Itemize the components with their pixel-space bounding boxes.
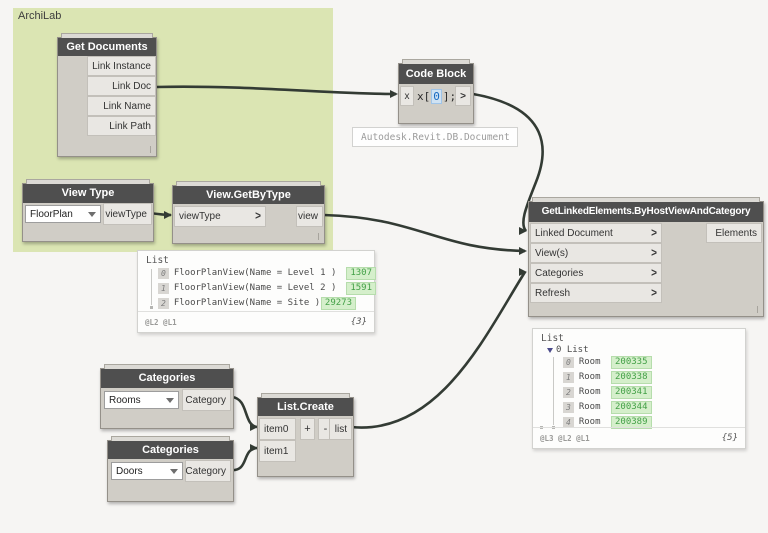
preview-footer: @L2 @L1 {3} <box>138 311 374 332</box>
element-id-badge: 200338 <box>611 370 652 384</box>
item-index-badge: 2 <box>158 297 169 309</box>
item-text: FloorPlanView(Name = Level 2 ) <box>173 283 337 293</box>
node-title[interactable]: Categories <box>108 441 233 459</box>
add-input-button[interactable]: + <box>300 418 315 440</box>
element-id-badge: 200389 <box>611 415 652 429</box>
port-chevron-icon: > <box>651 246 657 260</box>
node-view-type[interactable]: View Type FloorPlan viewType <box>22 179 154 242</box>
element-id-badge: 200335 <box>611 355 652 369</box>
group-label[interactable]: ArchiLab <box>18 10 62 22</box>
node-list-create[interactable]: List.Create item0 + - list item1 <box>257 393 354 477</box>
input-port-categories[interactable]: Categories > <box>530 263 662 283</box>
dropdown-chevron-icon <box>166 397 174 403</box>
item-index-badge: 2 <box>563 386 574 398</box>
input-port-refresh[interactable]: Refresh > <box>530 283 662 303</box>
output-port-elements[interactable]: Elements <box>706 223 762 243</box>
categories-doors-dropdown[interactable]: Doors <box>111 462 183 480</box>
node-categories-doors[interactable]: Categories Doors Category <box>107 436 234 502</box>
node-resize-tick <box>757 306 758 313</box>
dropdown-chevron-icon <box>88 211 96 217</box>
wire-doors-to-item1 <box>229 446 258 472</box>
lacing-label: @L3 @L2 @L1 <box>540 433 590 443</box>
node-title[interactable]: Categories <box>101 369 233 388</box>
node-title[interactable]: View.GetByType <box>173 186 324 204</box>
lacing-label: @L2 @L1 <box>145 317 177 327</box>
output-port-link-name[interactable]: Link Name <box>87 96 156 116</box>
node-categories-rooms[interactable]: Categories Rooms Category <box>100 364 234 429</box>
input-port-x[interactable]: x <box>400 86 414 106</box>
item-text: FloorPlanView(Name = Site ) <box>173 298 321 308</box>
node-getlinkedelements[interactable]: GetLinkedElements.ByHostViewAndCategory … <box>528 197 764 317</box>
view-type-dropdown[interactable]: FloorPlan <box>25 205 101 223</box>
item-index-badge: 0 <box>158 267 169 279</box>
input-port-item1[interactable]: item1 <box>259 440 296 462</box>
element-id-badge: 1307 <box>346 266 376 280</box>
list-count: {3} <box>350 317 367 327</box>
tree-dot <box>150 306 153 309</box>
port-chevron-icon: > <box>651 226 657 240</box>
wire-view-to-views <box>323 213 526 253</box>
element-id-badge: 200344 <box>611 400 652 414</box>
preview-root-label: List <box>146 255 169 266</box>
item-index-badge: 4 <box>563 416 574 428</box>
input-port-linked-document[interactable]: Linked Document > <box>530 223 662 243</box>
input-port-item0[interactable]: item0 <box>259 418 296 440</box>
node-resize-tick <box>318 233 319 240</box>
preview-bubble-views: List 0 FloorPlanView(Name = Level 1 ) 13… <box>137 250 376 333</box>
sublist-label: 0 List <box>556 345 589 355</box>
code-block-expression[interactable]: x[0]; <box>417 88 457 104</box>
output-port-link-instance[interactable]: Link Instance <box>87 56 156 76</box>
item-index-badge: 1 <box>563 371 574 383</box>
node-title[interactable]: View Type <box>23 184 153 203</box>
preview-footer: @L3 @L2 @L1 {5} <box>533 427 745 448</box>
node-title[interactable]: Code Block <box>399 64 473 84</box>
output-port-link-path[interactable]: Link Path <box>87 116 156 136</box>
output-port-codeblock[interactable]: > <box>455 86 471 106</box>
output-port-category[interactable]: Category <box>182 389 231 411</box>
item-text: FloorPlanView(Name = Level 1 ) <box>173 268 337 278</box>
item-text: Room <box>578 402 601 412</box>
datatype-tooltip: Autodesk.Revit.DB.Document <box>352 127 518 147</box>
node-title[interactable]: List.Create <box>258 398 353 416</box>
preview-root-label: List <box>541 333 564 344</box>
item-text: Room <box>578 417 601 427</box>
dropdown-chevron-icon <box>170 468 178 474</box>
output-port-list[interactable]: list <box>329 418 352 440</box>
wire-list-to-categories <box>350 271 527 429</box>
output-port-view[interactable]: view <box>296 206 323 227</box>
item-index-badge: 3 <box>563 401 574 413</box>
input-port-viewtype[interactable]: viewType > <box>174 206 266 227</box>
collapse-triangle-icon[interactable] <box>547 347 553 353</box>
node-title[interactable]: GetLinkedElements.ByHostViewAndCategory <box>529 202 763 222</box>
item-index-badge: 0 <box>563 356 574 368</box>
categories-rooms-dropdown[interactable]: Rooms <box>104 391 179 409</box>
node-title[interactable]: Get Documents <box>58 38 156 56</box>
item-text: Room <box>578 357 601 367</box>
element-id-badge: 29273 <box>320 296 356 310</box>
port-chevron-icon: > <box>651 286 657 300</box>
port-chevron-icon: > <box>651 266 657 280</box>
node-get-documents[interactable]: Get Documents Link Instance Link Doc Lin… <box>57 33 157 157</box>
item-index-badge: 1 <box>158 282 169 294</box>
node-view-getbytype[interactable]: View.GetByType viewType > view <box>172 181 325 244</box>
item-text: Room <box>578 372 601 382</box>
wire-rooms-to-item0 <box>231 395 258 429</box>
output-port-link-doc[interactable]: Link Doc <box>87 76 156 96</box>
element-id-badge: 200341 <box>611 385 652 399</box>
node-resize-tick <box>150 146 151 153</box>
element-id-badge: 1591 <box>346 281 376 295</box>
code-index-value: 0 <box>431 88 442 104</box>
output-port-category[interactable]: Category <box>185 460 231 482</box>
tree-line <box>553 357 554 425</box>
output-port-viewtype[interactable]: viewType <box>103 203 152 225</box>
node-code-block[interactable]: Code Block x x[0]; > <box>398 59 474 124</box>
list-count: {5} <box>721 433 738 443</box>
input-port-views[interactable]: View(s) > <box>530 243 662 263</box>
port-chevron-icon: > <box>255 209 261 224</box>
tree-line <box>151 269 152 305</box>
preview-bubble-rooms: List 0 List 0 Room 200335 1 Room 200338 … <box>532 328 746 449</box>
item-text: Room <box>578 387 601 397</box>
